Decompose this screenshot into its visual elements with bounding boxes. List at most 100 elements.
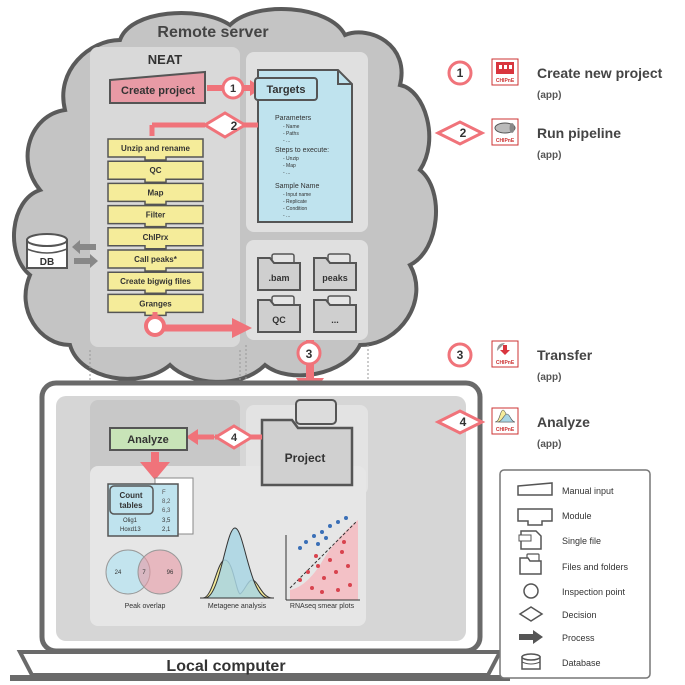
step-1-number: 1 [230, 83, 236, 95]
count-tables-partial: F [162, 490, 166, 496]
step-4-number: 4 [231, 432, 238, 444]
app-title: Analyze [537, 414, 590, 430]
app-step-number: 2 [460, 126, 467, 140]
local-computer-title: Local computer [166, 658, 285, 675]
analyze-module[interactable]: Analyze [109, 427, 188, 451]
pipeline-module-label: Map [148, 188, 164, 197]
folder-label: .bam [268, 273, 289, 283]
key-process: Process [562, 633, 595, 643]
pipeline-module[interactable]: Create bigwig files [107, 271, 204, 294]
count-tables-partial: 6,3 [162, 508, 171, 514]
decision-icon [518, 606, 544, 622]
pipeline-module-label: Filter [146, 211, 166, 220]
venn-diagram: 24 7 96 [105, 549, 183, 595]
app-icon-text: CHIPnE [496, 78, 515, 84]
targets-line: - Replicate [283, 199, 307, 205]
folder-qc[interactable]: QC [257, 295, 301, 333]
process-arrow-icon [519, 630, 543, 644]
count-tables-value: 3,5 [162, 518, 171, 524]
database-icon: DB [26, 233, 68, 269]
smear-dot-red [314, 554, 318, 558]
db-sync-arrows [72, 240, 98, 268]
smear-dot-red [348, 583, 352, 587]
smear-dot-red [328, 558, 332, 562]
smear-dot-red [340, 550, 344, 554]
smear-dot-red [346, 564, 350, 568]
app-subtitle: (app) [537, 150, 561, 161]
pipeline-module-label: Granges [139, 299, 172, 308]
folder-bam[interactable]: .bam [257, 253, 301, 291]
targets-line: Sample Name [275, 183, 319, 190]
pipeline-module-label: ChIPrx [143, 233, 169, 242]
targets-line: Parameters [275, 115, 312, 122]
app-title: Create new project [537, 65, 663, 81]
folder-peaks[interactable]: peaks [313, 253, 357, 291]
count-tables-document: Count tables F 8,2 6,3 Olig1 3,5 Hoxd13 … [107, 477, 194, 537]
count-tables-value: 2,1 [162, 527, 171, 533]
smear-plot [285, 516, 360, 601]
step-3-number: 3 [306, 347, 313, 361]
pipeline-module[interactable]: QC [107, 160, 204, 183]
targets-document[interactable] [257, 69, 353, 223]
pipeline-module[interactable]: Granges [107, 293, 204, 317]
smear-dot-red [342, 540, 346, 544]
count-tables-title-1: Count [119, 491, 142, 500]
pipeline-module[interactable]: Map [107, 182, 204, 206]
count-tables-title-2: tables [119, 501, 143, 510]
count-tables-partial: 8,2 [162, 499, 171, 505]
targets-line: - Condition [283, 206, 307, 212]
folder-more[interactable]: ... [313, 295, 357, 333]
step-2-decision: 2 [202, 111, 248, 139]
app-step-diamond [434, 120, 486, 146]
smear-dot-red [320, 590, 324, 594]
chipne-analyze-icon: CHIPnE [491, 407, 519, 435]
app-icon-text: CHIPnE [496, 138, 515, 144]
pipeline-module[interactable]: ChIPrx [107, 227, 204, 250]
database-key-icon [521, 653, 541, 670]
smear-dot-red [316, 564, 320, 568]
pipeline-module-label: Unzip and rename [121, 144, 190, 153]
inspection-icon [523, 583, 539, 599]
project-folder[interactable]: Project [260, 399, 354, 487]
neat-title: NEAT [148, 52, 182, 67]
targets-line: - ... [283, 170, 290, 176]
key-files-folders: Files and folders [562, 562, 629, 572]
smear-dot-red [310, 586, 314, 590]
step-2-number: 2 [231, 119, 238, 133]
create-project-input[interactable]: Create project [109, 70, 206, 104]
single-file-icon [518, 530, 542, 550]
app-subtitle: (app) [537, 372, 561, 383]
smear-dot-blue [320, 530, 324, 534]
app-step-number: 1 [457, 66, 464, 80]
smear-dot-blue [312, 534, 316, 538]
pipeline-module-label: Call peaks* [134, 255, 178, 264]
pipeline-module[interactable]: Filter [107, 204, 204, 228]
targets-line: - Paths [283, 131, 299, 137]
smear-dot-blue [336, 520, 340, 524]
key-database: Database [562, 658, 601, 668]
db-label: DB [40, 257, 54, 268]
smear-dot-blue [304, 540, 308, 544]
count-tables-gene: Olig1 [123, 518, 138, 524]
targets-line: Steps to execute: [275, 147, 329, 154]
key-single-file: Single file [562, 536, 601, 546]
smear-caption: RNAseq smear plots [290, 603, 355, 610]
app-subtitle: (app) [537, 439, 561, 450]
smear-dot-blue [344, 516, 348, 520]
app-step-circle [447, 342, 473, 368]
pipeline-module[interactable]: Call peaks* [107, 249, 204, 272]
smear-dot-red [336, 588, 340, 592]
targets-line: - ... [283, 138, 290, 144]
venn-right: 96 [167, 570, 174, 576]
pipeline-module[interactable]: Unzip and rename [107, 138, 204, 161]
metagene-caption: Metagene analysis [208, 603, 267, 610]
metagene-plot [200, 527, 274, 599]
key-decision: Decision [562, 610, 597, 620]
chipne-transfer-icon: CHIPnE [491, 340, 519, 368]
